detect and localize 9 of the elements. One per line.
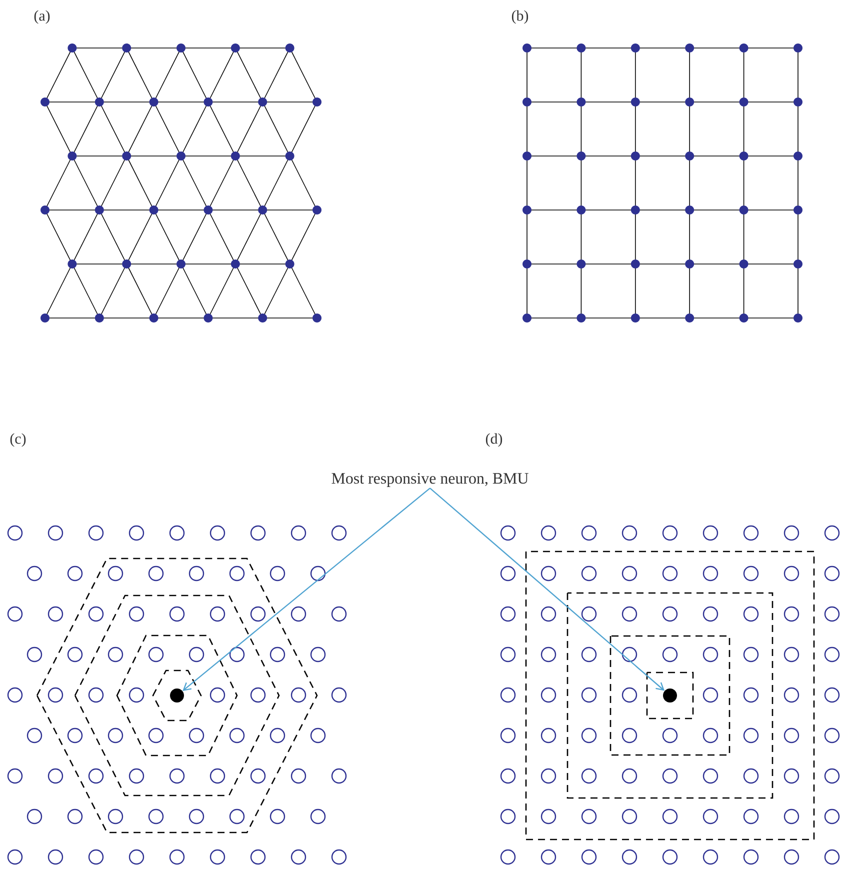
annotation-text: Most responsive neuron, BMU (332, 473, 528, 487)
panel-label: (d) (486, 433, 502, 447)
panel-label: (a) (34, 10, 50, 24)
winning-neuron-dot (663, 688, 677, 702)
panel-label: (b) (512, 10, 528, 24)
arrow (182, 488, 430, 691)
panel-label: (c) (10, 433, 26, 447)
arrow (430, 488, 665, 691)
winning-neuron-dot (170, 688, 184, 702)
